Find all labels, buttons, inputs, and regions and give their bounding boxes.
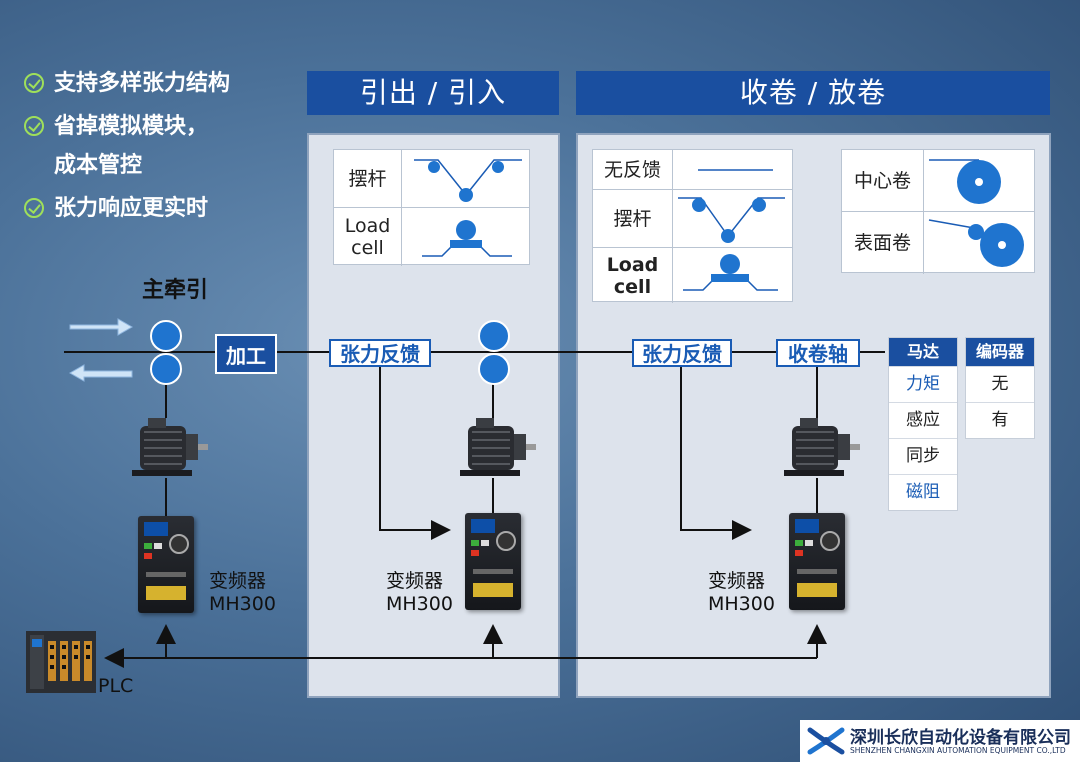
process-tag: 加工 xyxy=(215,334,277,374)
vfd-label: 变频器 xyxy=(708,570,766,592)
list-item: 同步 xyxy=(889,438,957,474)
header-winding: 收卷 / 放卷 xyxy=(576,71,1050,115)
company-logo-icon xyxy=(807,727,845,755)
motor-icon xyxy=(460,418,536,476)
motor-icon xyxy=(784,418,860,476)
vfd-model: MH300 xyxy=(708,593,775,615)
feature-item: 省掉模拟模块， xyxy=(24,108,208,146)
roller-icon xyxy=(150,320,182,352)
table-row: Load cell xyxy=(334,208,529,266)
table-row: 中心卷 xyxy=(842,150,1034,212)
check-icon xyxy=(24,73,44,93)
table-row: 摆杆 xyxy=(334,150,529,208)
feature-text: 成本管控 xyxy=(54,153,143,178)
surface-winding-diagram xyxy=(928,219,1024,267)
feed-in-arrow xyxy=(69,318,134,336)
plc-device-icon xyxy=(26,631,96,693)
company-name-cn: 深圳长欣自动化设备有限公司 xyxy=(850,728,1071,748)
feature-text: 张力响应更实时 xyxy=(54,196,209,221)
roller-icon xyxy=(478,353,510,385)
center-winding-label: 中心卷 xyxy=(842,150,924,211)
motor-table-header: 马达 xyxy=(889,338,957,366)
winding-shaft-tag: 收卷轴 xyxy=(776,339,860,367)
feed-out-arrow xyxy=(68,364,133,382)
roller-icon xyxy=(478,320,510,352)
vfd-device-icon xyxy=(138,516,194,613)
list-item: 无 xyxy=(966,366,1034,402)
check-icon xyxy=(24,198,44,218)
motor-icon xyxy=(132,418,208,476)
encoder-table-header: 编码器 xyxy=(966,338,1034,366)
loadcell-diagram xyxy=(683,254,778,291)
feedback-method-table: 无反馈 摆杆 Load cell xyxy=(592,149,793,303)
feature-text: 支持多样张力结构 xyxy=(54,71,231,96)
roller-icon xyxy=(150,353,182,385)
check-icon xyxy=(24,116,44,136)
feature-item: 张力响应更实时 xyxy=(24,190,208,228)
table-row: Load cell xyxy=(593,248,792,303)
feature-item: 成本管控 xyxy=(54,147,142,185)
motor-type-table: 马达 力矩 感应 同步 磁阻 xyxy=(888,337,958,511)
table-row: 无反馈 xyxy=(593,150,792,190)
feature-item: 支持多样张力结构 xyxy=(24,65,230,103)
vfd-model: MH300 xyxy=(386,593,453,615)
loadcell-diagram xyxy=(422,220,512,257)
vfd-model: MH300 xyxy=(209,593,276,615)
list-item: 磁阻 xyxy=(889,474,957,510)
dancer-label: 摆杆 xyxy=(334,150,402,207)
loadcell-label: Load cell xyxy=(593,248,673,303)
dancer-label: 摆杆 xyxy=(593,190,673,247)
winding-type-table: 中心卷 表面卷 xyxy=(841,149,1035,274)
list-item: 有 xyxy=(966,402,1034,438)
table-row: 表面卷 xyxy=(842,212,1034,274)
dancer-diagram xyxy=(414,159,522,202)
list-item: 感应 xyxy=(889,402,957,438)
company-name-en: SHENZHEN CHANGXIN AUTOMATION EQUIPMENT C… xyxy=(850,746,1066,755)
header-unwind: 引出 / 引入 xyxy=(307,71,559,115)
feature-text: 省掉模拟模块， xyxy=(54,114,209,139)
vfd-device-icon xyxy=(465,513,521,610)
plc-label: PLC xyxy=(98,675,134,697)
encoder-table: 编码器 无 有 xyxy=(965,337,1035,439)
no-feedback-label: 无反馈 xyxy=(593,150,673,189)
center-winding-diagram xyxy=(929,159,1001,204)
list-item: 力矩 xyxy=(889,366,957,402)
table-row: 摆杆 xyxy=(593,190,792,248)
loadcell-label: Load cell xyxy=(334,208,402,266)
vfd-label: 变频器 xyxy=(209,570,267,592)
surface-winding-label: 表面卷 xyxy=(842,212,924,274)
vfd-label: 变频器 xyxy=(386,570,444,592)
tension-feedback-tag: 张力反馈 xyxy=(632,339,732,367)
dancer-diagram xyxy=(678,197,785,243)
main-traction-label: 主牵引 xyxy=(142,278,209,303)
tension-feedback-tag: 张力反馈 xyxy=(329,339,431,367)
no-feedback-diagram xyxy=(698,169,773,171)
company-banner: 深圳长欣自动化设备有限公司 SHENZHEN CHANGXIN AUTOMATI… xyxy=(800,720,1080,762)
tension-method-table: 摆杆 Load cell xyxy=(333,149,530,266)
vfd-device-icon xyxy=(789,513,845,610)
